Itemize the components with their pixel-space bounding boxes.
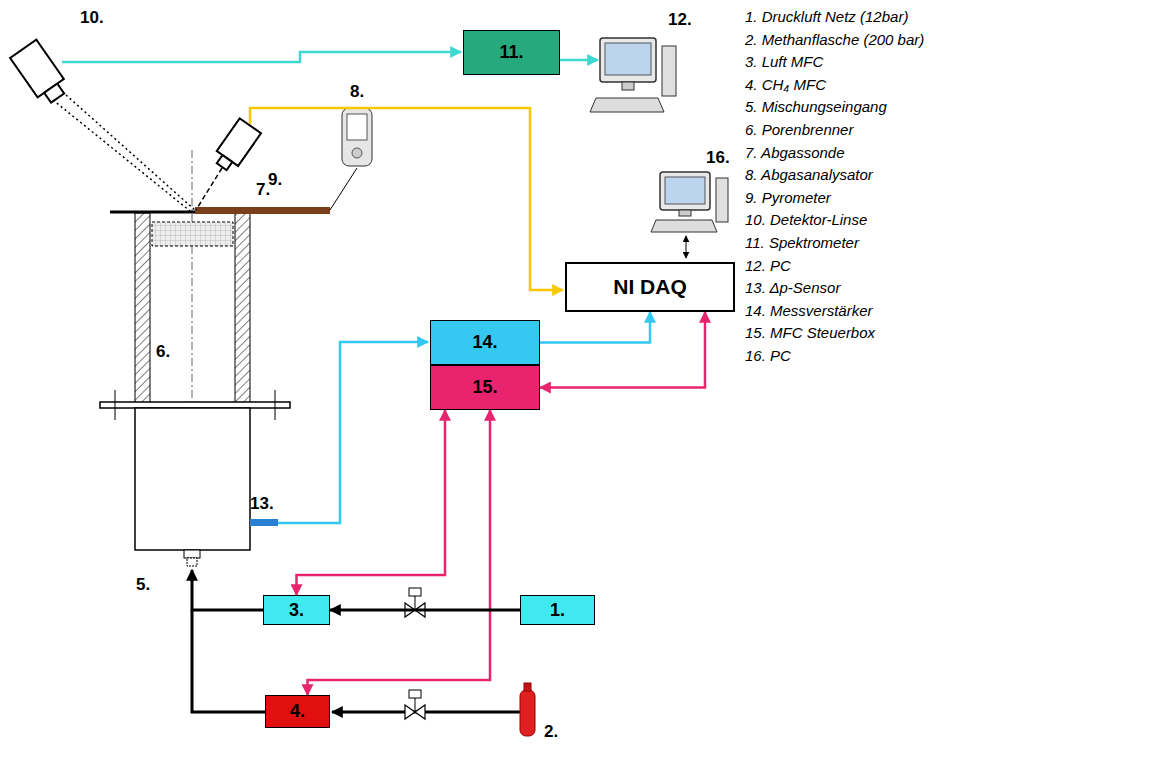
key-entry: 8. Abgasanalysator (745, 166, 873, 183)
key-entry: 10. Detektor-Linse (745, 211, 867, 228)
callout-number: 2. (544, 722, 558, 742)
pc-icon (590, 38, 676, 112)
signal-connector (540, 312, 650, 343)
signal-connector (308, 410, 491, 695)
key-entry: 6. Porenbrenner (745, 121, 853, 138)
supply-line (332, 711, 520, 714)
usb-link (686, 236, 687, 258)
callout-number: 12. (668, 10, 692, 30)
box-label: NI DAQ (613, 275, 687, 299)
key-entry: 4. CH₄ MFC (745, 76, 826, 93)
bolt (115, 390, 116, 420)
key-entry: 9. Pyrometer (745, 189, 831, 206)
key-entry: 7. Abgassonde (745, 144, 845, 161)
fiber-line (62, 52, 461, 62)
callout-number: 16. (706, 148, 730, 168)
key-entry: 15. MFC Steuerbox (745, 324, 875, 341)
valve-symbol (405, 588, 425, 617)
signal-line (278, 342, 428, 523)
exhaust-probe (195, 207, 330, 214)
gas-analyzer (342, 108, 372, 166)
ch4-mfc-box: 4. (265, 695, 330, 728)
burner-plenum (135, 408, 250, 550)
callout-number: 8. (350, 82, 364, 102)
key-entry: 3. Luft MFC (745, 53, 823, 70)
key-entry: 14. Messverstärker (745, 302, 873, 319)
key-entry: 2. Methanflasche (200 bar) (745, 31, 924, 48)
optical-path (196, 168, 222, 210)
box-label: 4. (290, 701, 305, 722)
inlet-fitting (184, 550, 200, 558)
callout-number: 6. (156, 342, 170, 362)
detector-lens (10, 40, 71, 108)
analyzer-screen (347, 114, 367, 140)
flange (100, 402, 290, 408)
box-label: 3. (289, 600, 304, 621)
inlet-fitting (187, 558, 197, 566)
callout-number: 10. (80, 8, 104, 28)
callout-number: 5. (136, 575, 150, 595)
probe-wire (330, 168, 357, 210)
spectrometer-box: 11. (463, 30, 560, 75)
optical-path (66, 95, 196, 211)
signal-line (250, 108, 563, 290)
signal-connector (330, 609, 520, 612)
valve-symbol (405, 690, 425, 719)
daq-box: NI DAQ (565, 262, 735, 312)
key-entry: 5. Mischungseingang (745, 98, 887, 115)
mfc-control-box: 15. (430, 365, 540, 410)
callout-number: 13. (250, 494, 274, 514)
dp-sensor (250, 519, 278, 526)
pc-icon (651, 172, 728, 232)
optical-path (53, 100, 190, 211)
air-mfc-box: 3. (263, 595, 330, 625)
air-supply-box: 1. (520, 595, 595, 625)
callout-number: 7. (256, 180, 270, 200)
box-label: 1. (550, 600, 565, 621)
supply-line (192, 570, 263, 610)
gas-bottle (520, 690, 535, 736)
supply-line (192, 610, 265, 712)
key-entry: 11. Spektrometer (745, 234, 859, 251)
burner-wall (135, 213, 150, 405)
amplifier-box: 14. (430, 320, 540, 365)
box-label: 15. (472, 377, 497, 398)
burner-wall (235, 213, 250, 405)
key-entry: 1. Druckluft Netz (12bar) (745, 8, 908, 25)
key-entry: 16. PC (745, 347, 791, 364)
analyzer-button (352, 148, 362, 158)
pyrometer (211, 118, 261, 174)
box-label: 14. (472, 332, 497, 353)
key-entry: 13. Δp-Sensor (745, 279, 840, 296)
bolt (275, 390, 276, 420)
box-label: 11. (499, 42, 523, 63)
signal-connector (540, 312, 705, 388)
porous-zone (152, 222, 233, 246)
data-line (560, 59, 598, 62)
bottle-valve (524, 683, 531, 691)
key-entry: 12. PC (745, 257, 791, 274)
signal-connector (297, 410, 446, 595)
